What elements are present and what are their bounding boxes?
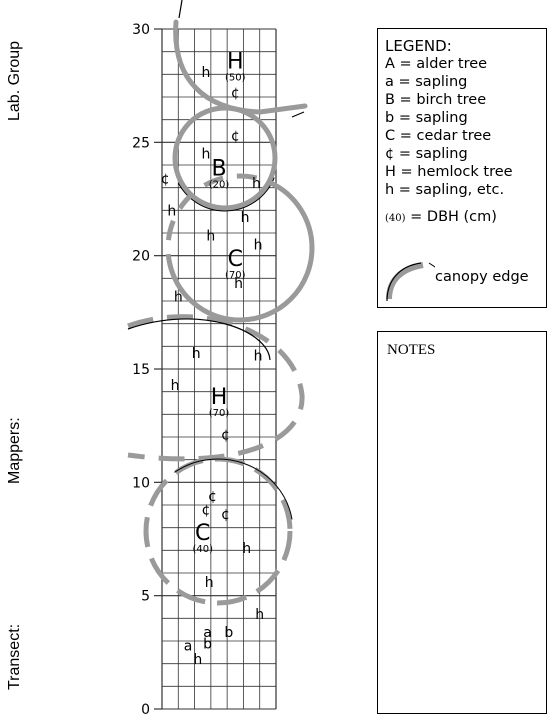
canopy-edge-cedar-40 bbox=[143, 456, 293, 606]
sapling-symbol: h bbox=[193, 652, 202, 668]
legend-canopy-row: canopy edge bbox=[385, 261, 545, 302]
legend-entry: C = cedar tree bbox=[385, 128, 492, 144]
sapling-symbol: ¢ bbox=[231, 129, 240, 145]
legend-title: LEGEND: bbox=[385, 37, 452, 55]
canopy-edges bbox=[127, 0, 315, 606]
canopy-edge-hemlock-50-dash bbox=[178, 0, 183, 19]
legend-entry: a = sapling bbox=[385, 74, 468, 90]
sapling-symbol: h bbox=[192, 346, 201, 362]
canopy-edge-hemlock-50-tip bbox=[291, 111, 305, 118]
legend-dbh-row: (40) = DBH (cm) bbox=[385, 209, 546, 225]
legend-entry: h = sapling, etc. bbox=[385, 182, 505, 198]
tree-symbol: C bbox=[195, 521, 210, 546]
notes-title: NOTES bbox=[387, 342, 436, 358]
sapling-symbol: ¢ bbox=[221, 428, 230, 444]
sapling-symbol: h bbox=[252, 176, 261, 192]
sapling-symbol: ¢ bbox=[221, 507, 230, 523]
legend-entry: b = sapling bbox=[385, 110, 468, 126]
legend-entry: H = hemlock tree bbox=[385, 164, 513, 180]
sapling-symbol: a bbox=[203, 625, 212, 641]
sapling-symbol: h bbox=[241, 210, 250, 226]
canopy-edge-hemlock-70-outline bbox=[127, 318, 271, 361]
legend-entries: A = alder tree a = sapling B = birch tree b… bbox=[385, 55, 546, 199]
axis-tick-label: 15 bbox=[132, 362, 150, 378]
axis-tick-label: 20 bbox=[132, 249, 150, 265]
sapling-symbol: h bbox=[202, 147, 211, 163]
notes-box: NOTES bbox=[377, 331, 547, 714]
sapling-symbol: b bbox=[203, 636, 212, 652]
legend-entry: ¢ = sapling bbox=[385, 146, 468, 162]
legend-canopy-label: canopy edge bbox=[435, 269, 529, 285]
tree-dbh-label: (20) bbox=[209, 179, 230, 190]
tree-symbol: H bbox=[227, 50, 244, 75]
sapling-symbol: h bbox=[206, 228, 215, 244]
canopy-edge-birch-20-outline bbox=[171, 104, 279, 212]
sapling-symbol: ¢ bbox=[161, 172, 170, 188]
canopy-edge-cedar-40-outline bbox=[142, 458, 294, 604]
tree-symbol: B bbox=[211, 156, 226, 181]
sapling-symbol: h bbox=[202, 65, 211, 81]
tree-symbol: C bbox=[228, 247, 243, 272]
sapling-symbol: h bbox=[255, 607, 264, 623]
legend-dbh-example: (40) bbox=[385, 213, 406, 224]
sapling-symbol: h bbox=[205, 575, 214, 591]
tree-dbh-label: (50) bbox=[225, 73, 246, 84]
tree-symbol: H bbox=[211, 385, 228, 410]
sapling-symbol: h bbox=[254, 348, 263, 364]
sapling-symbol: b bbox=[224, 625, 233, 641]
legend-entry: B = birch tree bbox=[385, 92, 487, 108]
tree-dbh-label: (70) bbox=[225, 270, 246, 281]
axis-tick-label: 30 bbox=[132, 22, 150, 38]
sapling-symbol: h bbox=[254, 237, 263, 253]
canopy-edge-hemlock-50 bbox=[173, 19, 308, 115]
axis-ticks: 0 5 10 15 20 25 30 bbox=[132, 22, 162, 718]
axis-tick-label: 0 bbox=[141, 702, 150, 718]
sapling-symbol: h bbox=[171, 378, 180, 394]
tree-dbh-label: (40) bbox=[192, 544, 213, 555]
axis-tick-label: 25 bbox=[132, 135, 150, 151]
legend-dbh-text: = DBH (cm) bbox=[405, 209, 497, 225]
axis-tick-label: 5 bbox=[141, 589, 150, 605]
sapling-symbol: ¢ bbox=[208, 489, 217, 505]
canopy-edge-birch-20 bbox=[172, 105, 278, 211]
sapling-symbol: ¢ bbox=[202, 503, 211, 519]
axis-tick-label: 10 bbox=[132, 475, 150, 491]
sapling-symbol: h bbox=[167, 203, 176, 219]
legend-entry: A = alder tree bbox=[385, 56, 488, 72]
sapling-symbol: ¢ bbox=[231, 85, 240, 101]
canopy-edge-swatch bbox=[386, 262, 435, 302]
legend: LEGEND: A = alder tree a = sapling B = bir… bbox=[377, 28, 547, 308]
tree-dbh-label: (70) bbox=[209, 408, 230, 419]
sapling-symbol: a bbox=[184, 639, 193, 655]
canopy-edge-cedar-70 bbox=[165, 173, 315, 323]
grid-lines bbox=[161, 28, 277, 710]
sapling-symbol: h bbox=[174, 289, 183, 305]
sapling-symbol: h bbox=[242, 541, 251, 557]
sapling-symbol: h bbox=[234, 276, 243, 292]
